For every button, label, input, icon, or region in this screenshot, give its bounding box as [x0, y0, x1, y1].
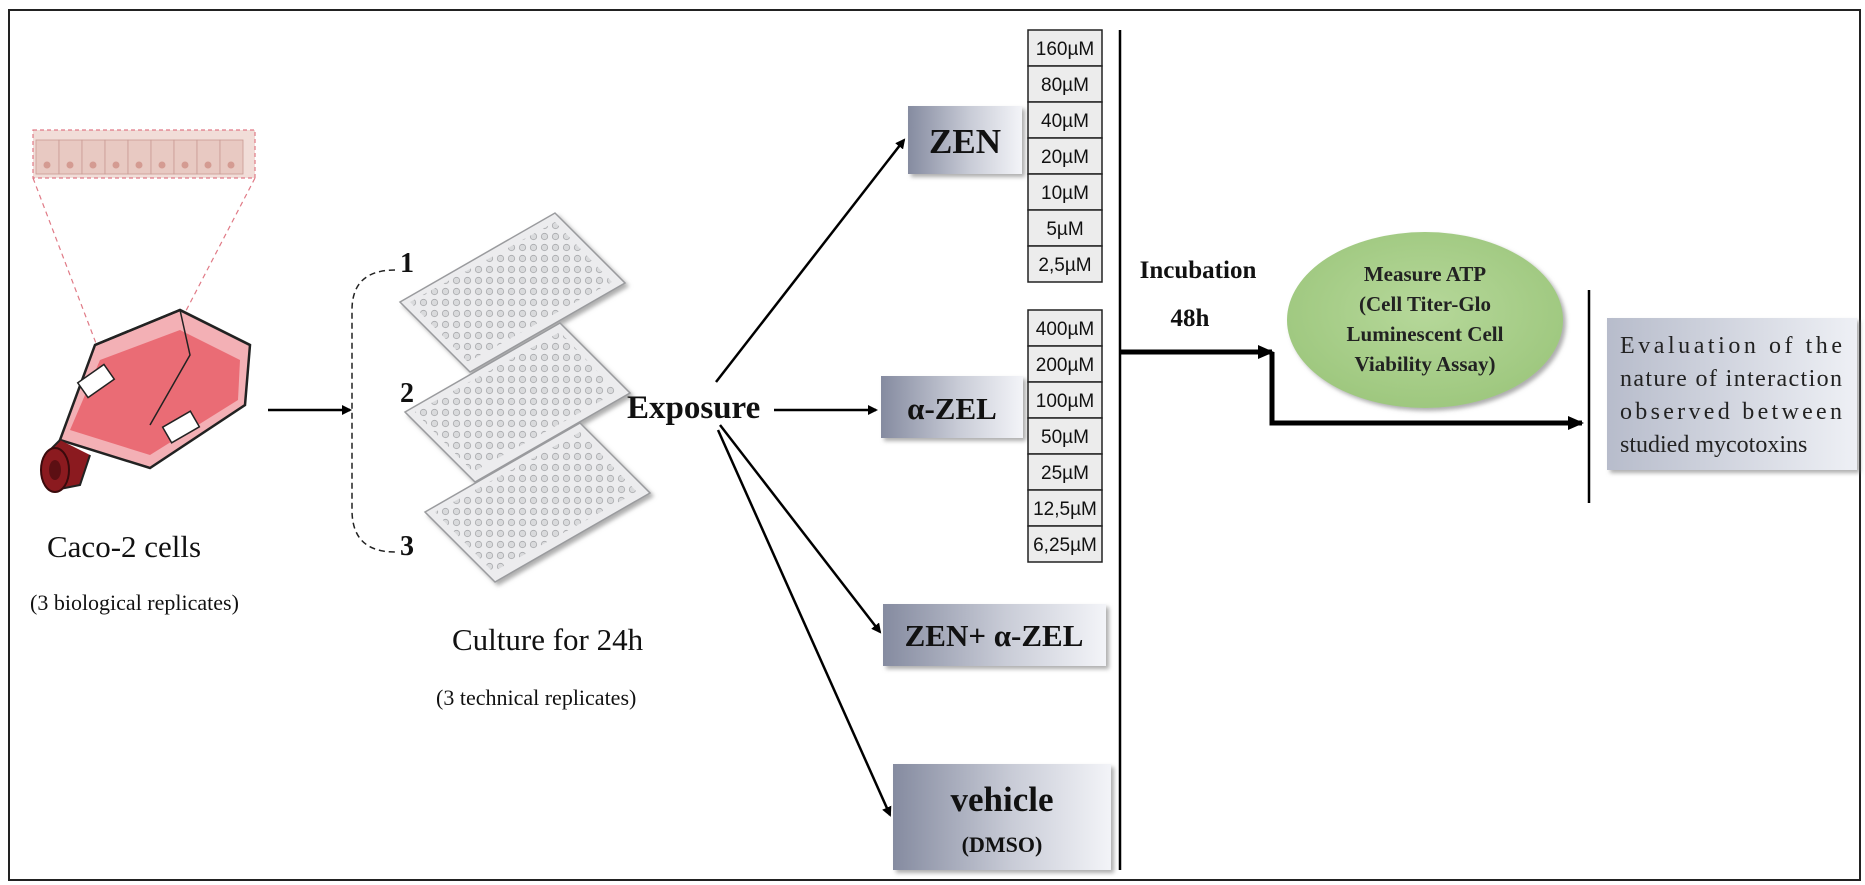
azel-concentration-cell [1027, 489, 1103, 527]
well-plate-icon [398, 212, 627, 373]
measure-line3: Luminescent Cell [1347, 322, 1504, 346]
zen-concentration-label: 40µM [1041, 111, 1089, 132]
azel-concentration-label: 100µM [1036, 391, 1094, 412]
evaluation-line1: Evaluation of the [1620, 333, 1842, 359]
combo-box: ZEN+ α-ZEL [883, 604, 1106, 666]
replicate-label-3: 3 [400, 531, 414, 562]
zen-concentration-cell [1027, 245, 1103, 283]
vehicle-sublabel: (DMSO) [962, 832, 1043, 857]
exposure-to-combo-arrow [719, 424, 882, 634]
combo-label: ZEN+ α-ZEL [905, 618, 1084, 653]
replicate-label-1: 1 [400, 248, 414, 279]
measure-line4: Viability Assay) [1355, 352, 1496, 376]
azel-concentration-cell [1027, 453, 1103, 491]
incubation-line2: 48h [1171, 305, 1210, 332]
exposure-to-vehicle-arrow [716, 429, 892, 817]
measure-atp-ellipse: Measure ATP (Cell Titer-Glo Luminescent … [1287, 232, 1563, 408]
caco2-title: Caco-2 cells [47, 529, 201, 564]
exposure-label: Exposure [627, 390, 760, 426]
well-plate-icon [423, 422, 652, 583]
zen-concentration-list: 160µM 80µM 40µM 20µM 10µM 5µM 2,5µM [1027, 29, 1103, 283]
zen-concentration-label: 5µM [1046, 219, 1083, 240]
azel-concentration-list: 400µM 200µM 100µM 50µM 25µM 12,5µM 6,25µM [1027, 309, 1103, 563]
azel-box: α-ZEL [881, 376, 1023, 438]
vehicle-label: vehicle [950, 780, 1053, 819]
zen-concentration-label: 20µM [1041, 147, 1089, 168]
zen-label: ZEN [929, 122, 1001, 161]
culture-subtitle: (3 technical replicates) [436, 685, 636, 710]
zen-concentration-label: 2,5µM [1038, 255, 1091, 276]
azel-concentration-label: 6,25µM [1033, 535, 1097, 556]
exposure-to-zen-arrow [715, 138, 906, 383]
vehicle-box: vehicle (DMSO) [893, 764, 1111, 870]
figure-frame [8, 9, 1861, 881]
replicate-brace [351, 269, 396, 553]
zen-box: ZEN [908, 106, 1022, 174]
zen-concentration-label: 160µM [1036, 39, 1094, 60]
caco2-subtitle: (3 biological replicates) [30, 590, 239, 615]
azel-concentration-label: 12,5µM [1033, 499, 1097, 520]
zen-concentration-cell [1027, 173, 1103, 211]
replicate-label-2: 2 [400, 378, 414, 409]
azel-concentration-label: 50µM [1041, 427, 1089, 448]
evaluation-box: Evaluation of the nature of interaction … [1607, 318, 1857, 470]
azel-concentration-cell [1027, 345, 1103, 383]
measure-to-evaluation-arrow [1269, 352, 1584, 430]
zen-concentration-label: 10µM [1041, 183, 1089, 204]
incubation-line1: Incubation [1140, 257, 1257, 284]
azel-concentration-label: 25µM [1041, 463, 1089, 484]
well-plate-icon [403, 322, 632, 483]
evaluation-line4: studied mycotoxins [1620, 432, 1807, 458]
zen-concentration-cell [1027, 65, 1103, 103]
culture-flask-icon [40, 308, 252, 493]
culture-title: Culture for 24h [452, 622, 644, 657]
measure-line2: (Cell Titer-Glo [1359, 292, 1491, 316]
azel-concentration-label: 400µM [1036, 319, 1094, 340]
azel-concentration-label: 200µM [1036, 355, 1094, 376]
zen-concentration-label: 80µM [1041, 75, 1089, 96]
azel-concentration-cell [1027, 525, 1103, 563]
evaluation-line2: nature of interaction [1620, 366, 1842, 392]
zen-concentration-cell [1027, 137, 1103, 175]
azel-concentration-cell [1027, 309, 1103, 347]
zen-concentration-cell [1027, 209, 1103, 247]
azel-label: α-ZEL [907, 391, 997, 426]
cell-monolayer-icon [32, 129, 256, 381]
measure-line1: Measure ATP [1364, 262, 1486, 286]
